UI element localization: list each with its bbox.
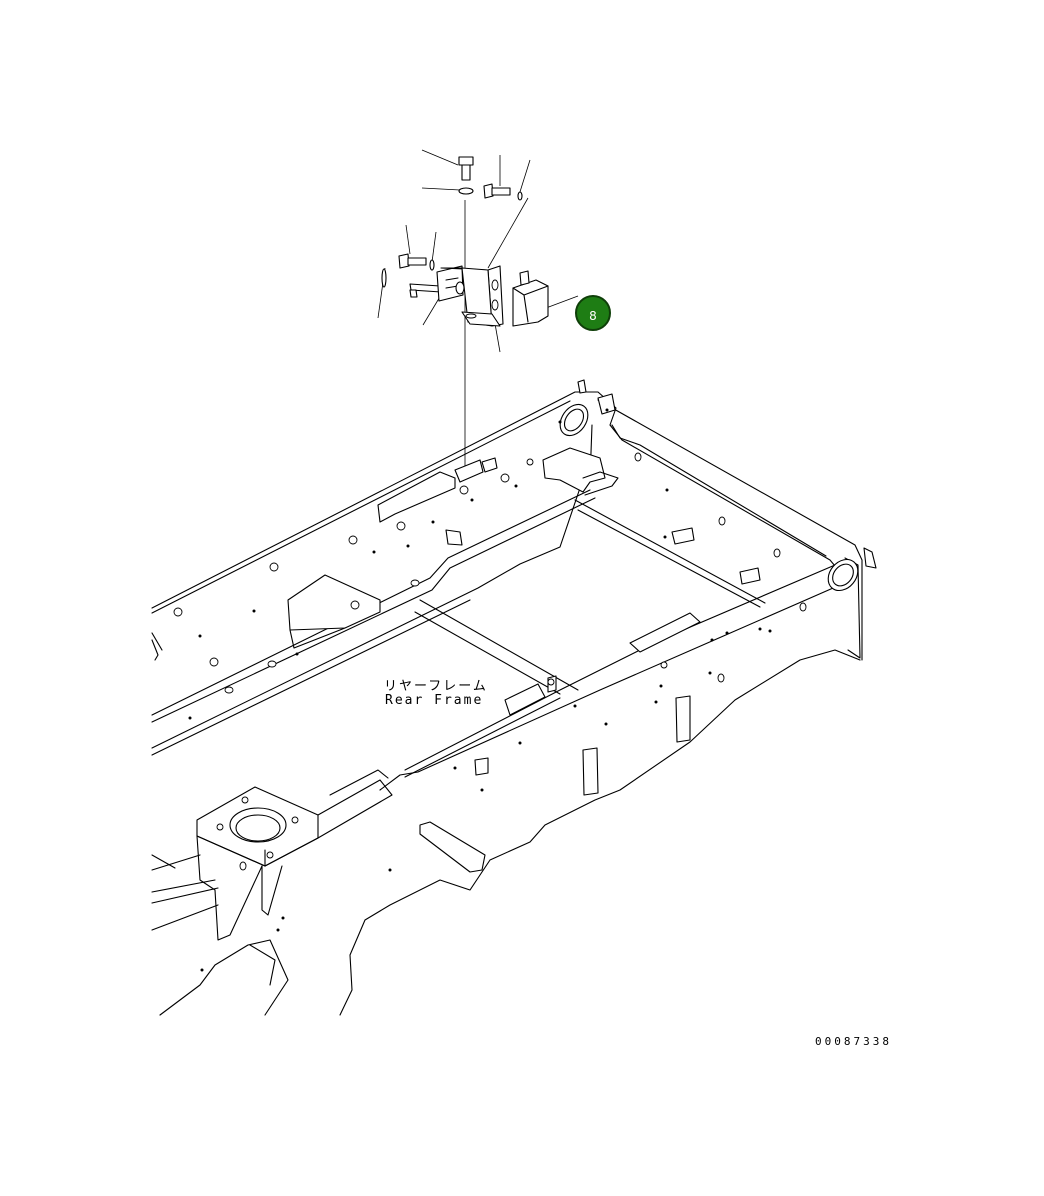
- bolt-vertical: [458, 156, 474, 195]
- frame-holes: [188, 408, 807, 972]
- port-right: [827, 558, 859, 592]
- bolt-horizontal: [483, 183, 523, 201]
- hitch-block: [151, 769, 393, 1016]
- port-left: [559, 403, 589, 437]
- pin: [381, 268, 442, 298]
- callout-number: 8: [589, 309, 597, 323]
- switch-cover: [512, 270, 549, 327]
- rear-cross-member: [597, 399, 863, 661]
- frame-nuts: [173, 458, 668, 686]
- frame-label-jp: リヤーフレーム: [384, 679, 488, 694]
- left-rail-top: [151, 391, 617, 609]
- drawing-number: 00087338: [815, 1035, 892, 1048]
- frame-brackets: [287, 379, 877, 873]
- bracket-plate: [461, 265, 504, 327]
- bracket-assembly: [377, 149, 579, 470]
- rear-frame: [151, 379, 877, 1016]
- bolt-left: [398, 253, 435, 271]
- leader-lines: [377, 149, 579, 470]
- callout-badge-8[interactable]: 8: [575, 295, 611, 331]
- frame-label-en: Rear Frame: [385, 693, 484, 708]
